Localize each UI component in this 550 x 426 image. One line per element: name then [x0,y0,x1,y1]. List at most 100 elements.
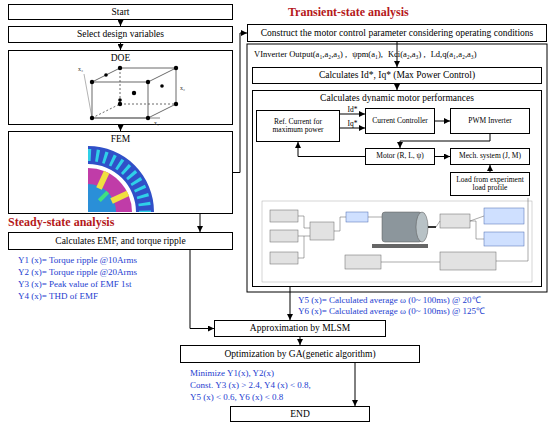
doe-cube-part-part [146,116,150,120]
simulink-model-part-part [381,262,440,263]
node-text: Mech. system (J, M) [459,152,521,160]
doe-cube-part-part [174,102,178,106]
simulink-model-part-part [310,222,334,240]
terminal-box: END [230,406,370,422]
parameter-formula: Ld,q(a₁,a₂,a₃) [431,50,477,60]
node-text: Optimization by GA(genetic algorithm) [224,349,375,360]
block-box: Load from experiment load profile [450,172,530,196]
doe-cube-part [120,68,176,69]
motor-icon [372,212,436,248]
signal-label: Iq* [347,120,359,128]
parameter-formula: VInverter Output(a₁,a₂,a₃) , [254,50,347,60]
flow-arrow [435,121,450,122]
doe-cube-part [90,66,178,120]
simulink-model-part-part [440,252,496,270]
flow-arrow [200,214,201,232]
constraint-note: Y5 (x) < 0.6, Y6 (x) < 0.8 [190,392,283,402]
doe-cube-part [92,68,120,82]
node-text: Calculates Id*, Iq* (Max Power Control) [319,70,475,81]
simulink-model-part [262,201,532,282]
flow-arrow [300,337,301,345]
node-text: Ref. Current for maximum power [259,118,337,135]
fem-motor-section-part [110,191,129,204]
objective-note: Y5 (x)= Calculated average ω (0~ 100ms) … [298,295,481,305]
block-box: Ref. Current for maximum power [256,110,340,142]
block-box: PWM Inverter [450,108,530,134]
doe-cube-part [92,82,148,118]
flow-arrow [290,287,291,320]
doe-cube-part [120,104,176,105]
fem-motor-section-part [96,171,109,190]
block-box: Motor (R, L, ψ) [365,148,435,165]
motor-icon-part [416,212,428,242]
doe-cube [84,66,178,120]
flow-arrow [190,250,214,329]
axis-label: x₂ [180,85,185,92]
simulink-model-part-part [484,232,524,246]
simulink-model-part [298,198,528,262]
doe-cube-part-part [90,116,94,120]
fem-motor-section-part [88,155,145,212]
doe-cube-part-part [174,66,178,70]
fem-motor-section [88,146,154,212]
process-box: FEM [8,131,233,214]
objective-note: Y1 (x)= Torque ripple @10Arms [18,255,137,265]
simulink-model-part-part [346,212,368,222]
flow-arrow [355,363,356,406]
doe-cube-part [176,68,177,104]
simulink-model-part-part [496,198,528,261]
block-box: Current Controller [365,108,435,134]
fem-motor-section-part [88,146,154,212]
simulink-model-part-part [368,217,382,218]
process-box: Approximation by MLSM [214,320,386,337]
simulink-model [262,198,532,282]
node-text: FEM [111,134,131,145]
process-box: Construct the motor control parameter co… [247,24,547,42]
doe-cube-part-part [146,80,150,84]
simulink-model-part-part [345,255,381,269]
doe-cube-part-part [118,66,122,70]
transient-frame [247,44,547,292]
parameter-formula: Kci(a₂,a₃) , [388,50,426,60]
node-text: Select design variables [77,29,164,40]
node-text: PWM Inverter [468,117,512,125]
node-text: Calculates dynamic motor performances [320,93,474,104]
doe-cube-part [148,104,176,118]
process-box: Calculates Id*, Iq* (Max Power Control) [252,67,542,84]
block-box: Mech. system (J, M) [450,148,530,165]
simulink-model-part-part [298,236,304,258]
axis-label: x₁ [154,120,159,127]
process-box: Optimization by GA(genetic algorithm) [180,345,420,363]
node-text: Current Controller [372,117,428,125]
axis-label: x₃ [78,66,83,73]
objective-note: Y2 (x)= Torque ripple @20Arms [18,267,137,277]
fem-motor-section-part [88,168,132,212]
node-text: Load from experiment load profile [453,176,527,193]
simulink-model-part-part [484,208,524,224]
constraint-note: Minimize Y1(x), Y2(x) [190,368,274,378]
doe-cube-part-part [132,91,136,95]
simulink-model-part-part [270,252,298,264]
signal-label: Id* [347,106,359,114]
flow-arrow [340,114,365,115]
flow-arrow [400,134,490,148]
motor-icon-part [372,244,428,248]
process-box: DOE [8,50,233,125]
panel-box: Calculates dynamic motor performancesRef… [252,90,542,287]
objective-note: Y3 (x)= Peak value of EMF 1st [18,279,132,289]
simulink-model-part-part [470,221,484,239]
node-text: Motor (R, L, ψ) [376,152,423,160]
flow-arrow [340,128,365,129]
simulink-model-part-part [270,230,298,242]
section-heading: Steady-state analysis [8,216,114,230]
simulink-model-part [270,210,496,270]
doe-cube-part-part [90,80,94,84]
doe-cube-part-part [118,98,122,102]
constraint-note: Const. Y3 (x) > 2.4, Y4 (x) < 0.8, [190,380,311,390]
fem-motor-section-part [98,191,109,202]
parameter-formula: ψpm(a₁), [352,50,383,60]
section-heading: Transient-state analysis [288,6,409,20]
node-text: Construct the motor control parameter co… [261,28,534,39]
